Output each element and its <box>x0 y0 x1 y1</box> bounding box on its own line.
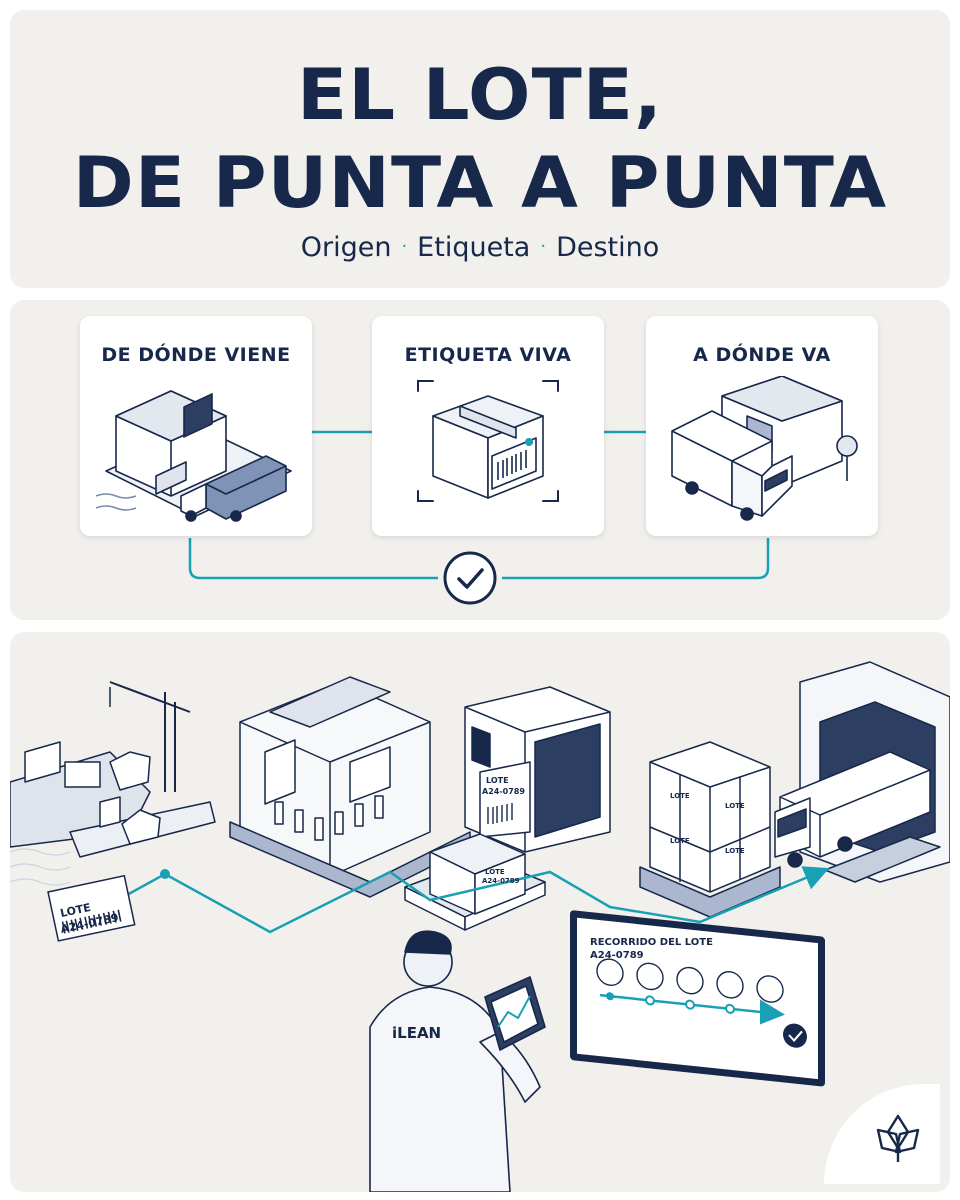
card-destination-label: A DÓNDE VA <box>693 344 831 366</box>
truck-icon <box>774 661 950 883</box>
card-live-label: ETIQUETA VIVA <box>372 316 604 536</box>
pallet-label-3: LOTE <box>670 837 690 845</box>
subtitle-separator: · <box>540 236 547 257</box>
check-circle-icon <box>443 551 497 605</box>
subtitle-label: Etiqueta <box>417 232 531 263</box>
subtitle-destination: Destino <box>556 232 660 263</box>
supply-chain-scene <box>10 661 950 1192</box>
page-title-line-2: DE PUNTA A PUNTA <box>72 142 888 224</box>
worker-brand-label: iLEAN <box>392 1024 442 1042</box>
pallet-label-1: LOTE <box>670 792 690 800</box>
box-label-title: LOTE <box>485 868 505 876</box>
card-origin: DE DÓNDE VIENE <box>80 316 312 536</box>
screen-code: A24-0789 <box>590 950 644 961</box>
concepts-panel: DE DÓNDE VIENE ETIQUETA VIVA <box>10 300 950 620</box>
printer-label-code: A24-0789 <box>482 787 525 796</box>
hero-panel: EL LOTE, DE PUNTA A PUNTA Origen · Etiquet… <box>10 10 950 288</box>
factory-icon <box>229 676 471 898</box>
subtitle-origin: Origen <box>300 232 392 263</box>
lot-tag <box>47 874 136 942</box>
printer-label-title: LOTE <box>486 776 509 785</box>
labeled-box-icon <box>417 380 559 502</box>
flower-logo-icon <box>876 1114 920 1162</box>
card-origin-label: DE DÓNDE VIENE <box>101 344 291 366</box>
card-destination: A DÓNDE VA <box>646 316 878 536</box>
tracking-monitor <box>570 910 825 1087</box>
subtitle-separator: · <box>401 236 408 257</box>
page-title-line-1: EL LOTE, <box>296 54 663 136</box>
flow-panel: LOTE A24-0789 LOTE A24-0789 LOTE A24-078… <box>10 632 950 1192</box>
box-label-code: A24-0789 <box>482 877 520 885</box>
worker-figure <box>369 930 546 1192</box>
delivery-truck-icon <box>671 376 858 521</box>
subtitle: Origen · Etiqueta · Destino <box>10 232 950 263</box>
warehouse-truck-icon <box>96 390 292 522</box>
pallet-label-4: LOTE <box>725 847 745 855</box>
label-printer-icon <box>464 686 611 853</box>
screen-title: RECORRIDO DEL LOTE <box>590 937 713 948</box>
pallet-label-2: LOTE <box>725 802 745 810</box>
ship-icon <box>10 681 216 858</box>
card-live-label-label: ETIQUETA VIVA <box>404 344 572 366</box>
pallet-icon <box>639 741 781 918</box>
